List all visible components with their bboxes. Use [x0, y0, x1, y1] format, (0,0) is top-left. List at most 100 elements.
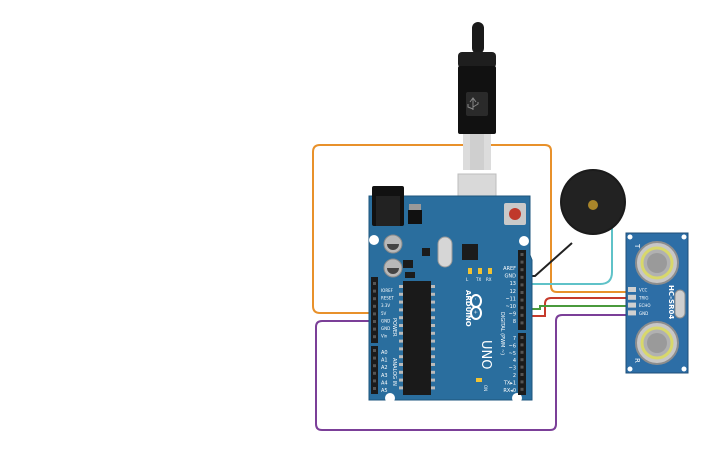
chip-pin — [431, 386, 435, 390]
on-label: ON — [483, 385, 488, 391]
header-hole[interactable] — [520, 321, 524, 325]
chip-pin — [399, 300, 403, 304]
led-l-label: L — [466, 277, 469, 282]
transmitter-mark: T — [633, 243, 641, 249]
analog-pin-label: A2 — [381, 365, 388, 371]
analog-header-label: ANALOG IN — [391, 358, 397, 386]
power-pin-label: 3.3V — [381, 303, 390, 308]
chip-pin — [431, 324, 435, 327]
header-hole[interactable] — [520, 298, 524, 302]
header-hole[interactable] — [373, 387, 376, 390]
digital-pin-label: 4 — [513, 358, 516, 364]
sensor-pin[interactable] — [628, 294, 636, 300]
sensor-pin[interactable] — [628, 310, 636, 316]
digital-pin-label: ~5 — [509, 351, 516, 357]
chip-pin — [431, 355, 435, 359]
header-hole[interactable] — [373, 356, 376, 360]
header-hole[interactable] — [520, 306, 524, 310]
chip-pin — [431, 285, 435, 288]
header-hole[interactable] — [520, 373, 524, 376]
header-hole[interactable] — [373, 282, 376, 285]
header-hole[interactable] — [373, 289, 376, 293]
header-hole[interactable] — [373, 304, 376, 308]
digital-pin-label: ~10 — [505, 304, 516, 310]
buzzer-icon[interactable] — [560, 169, 626, 235]
receiver-mark: R — [633, 358, 641, 363]
power-pin-label: GND — [381, 326, 390, 331]
arduino-brand: ARDUINO — [464, 290, 472, 327]
digital-pin-label: ~11 — [505, 296, 516, 302]
digital-header-top — [518, 250, 526, 330]
header-hole[interactable] — [373, 349, 376, 352]
header-hole[interactable] — [520, 387, 524, 391]
header-hole[interactable] — [373, 320, 376, 323]
chip-pin — [399, 363, 403, 366]
analog-pin-label: A5 — [381, 388, 388, 394]
chip-pin — [399, 292, 403, 296]
header-hole[interactable] — [520, 268, 524, 272]
chip-pin — [431, 308, 435, 312]
chip-pin — [399, 370, 403, 374]
digital-pin-label: TX▸1 — [503, 380, 516, 386]
header-hole[interactable] — [373, 371, 376, 375]
digital-pin-label: 7 — [513, 336, 516, 342]
led-tx-label: TX — [475, 277, 481, 282]
digital-pin-label: RX◂0 — [503, 388, 516, 394]
digital-pin-label: ~3 — [509, 366, 516, 372]
chip-pin — [399, 324, 403, 327]
reset-button[interactable] — [504, 203, 526, 225]
sensor-pin[interactable] — [628, 302, 636, 308]
header-hole[interactable] — [520, 336, 524, 339]
header-hole[interactable] — [520, 253, 524, 256]
digital-pin-label: ~6 — [509, 343, 516, 349]
wire-echo[interactable] — [522, 305, 632, 310]
header-hole[interactable] — [373, 335, 376, 339]
digital-pin-label: 2 — [513, 373, 516, 379]
header-hole[interactable] — [520, 291, 524, 294]
chip-pin — [399, 347, 403, 351]
wire-trig[interactable] — [522, 297, 632, 317]
arduino-model: UNO — [478, 340, 493, 369]
chip-pin — [399, 339, 403, 343]
arduino-uno-board[interactable]: L TX RX - + ARDUINO UNO ON POWER ANALOG … — [368, 186, 533, 403]
usb-cable-icon — [457, 22, 497, 225]
header-hole[interactable] — [520, 283, 524, 287]
chip-pin — [399, 285, 403, 288]
digital-pin-label: AREF — [503, 266, 516, 272]
chip-pin — [431, 300, 435, 304]
wire-5v[interactable] — [312, 144, 632, 314]
header-hole[interactable] — [520, 313, 524, 317]
analog-pin-label: A4 — [381, 380, 388, 386]
power-pin-label: GND — [381, 318, 390, 323]
header-hole[interactable] — [373, 297, 376, 301]
svg-text:+: + — [472, 310, 478, 314]
power-pin-label: Vin — [381, 334, 388, 339]
svg-text:-: - — [472, 298, 478, 300]
chip-pin — [431, 331, 435, 335]
digital-pin-label: ~9 — [509, 312, 516, 318]
power-pin-label: RESET — [381, 296, 394, 301]
header-hole[interactable] — [520, 380, 524, 384]
header-hole[interactable] — [520, 343, 524, 347]
header-hole[interactable] — [373, 364, 376, 368]
sensor-pin-label: GND — [639, 311, 648, 316]
digital-header-label: DIGITAL (PWM ~) — [499, 312, 505, 355]
sensor-pin[interactable] — [628, 287, 636, 292]
header-hole[interactable] — [373, 327, 376, 331]
header-hole[interactable] — [520, 275, 524, 279]
header-hole[interactable] — [520, 365, 524, 369]
wire-buzzer-signal[interactable] — [522, 225, 613, 285]
chip-pin — [399, 308, 403, 312]
wire-gnd[interactable] — [315, 314, 632, 431]
sensor-name: HC-SR04 — [667, 285, 675, 319]
header-hole[interactable] — [373, 312, 376, 316]
power-header-label: POWER — [391, 318, 397, 337]
header-hole[interactable] — [520, 260, 524, 264]
header-hole[interactable] — [520, 350, 524, 354]
header-hole[interactable] — [373, 379, 376, 383]
chip-pin — [431, 339, 435, 343]
digital-pin-label: GND — [505, 274, 517, 280]
digital-pin-label: 12 — [510, 289, 516, 295]
header-hole[interactable] — [520, 358, 524, 362]
